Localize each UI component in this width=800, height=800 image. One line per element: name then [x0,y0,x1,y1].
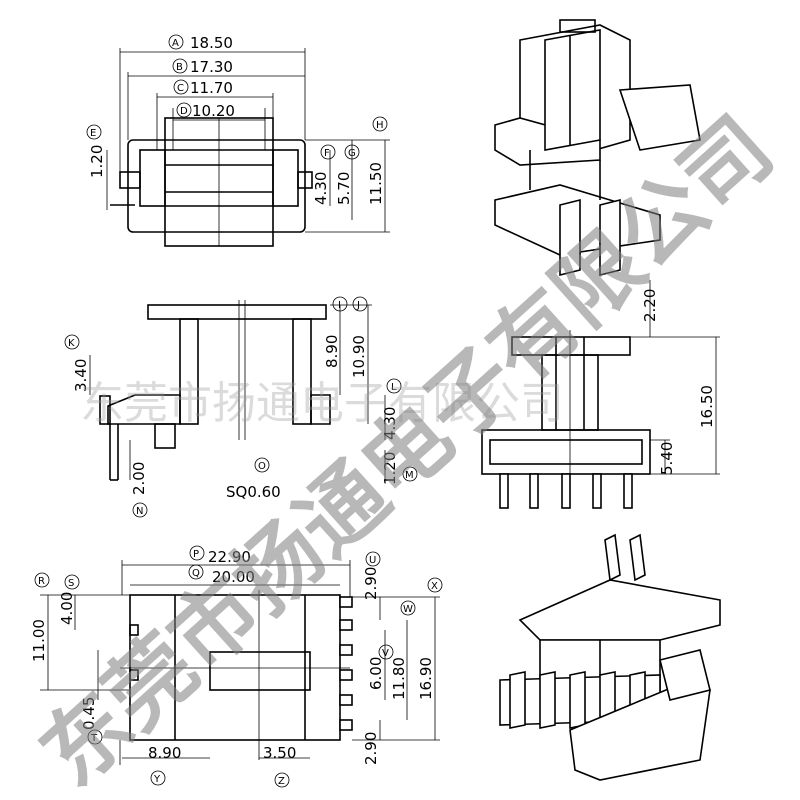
svg-text:Q: Q [192,568,200,579]
label-X: X [427,577,443,593]
dim-G-value: 5.70 [335,172,353,205]
label-U: U [365,551,381,567]
side-view [481,330,651,509]
label-A: A [168,34,184,50]
label-L: L [386,378,402,394]
dim-X-value: 16.90 [417,657,435,700]
svg-text:A: A [172,38,179,49]
dim-H-value: 11.50 [367,162,385,205]
label-D: D [176,102,192,118]
isometric-top-right [494,19,701,277]
dim-side-total-value: 16.50 [698,385,716,428]
label-G: G [344,144,360,160]
svg-text:I: I [338,300,341,311]
svg-text:D: D [180,106,188,117]
label-V: V [378,644,394,660]
dim-C-value: 11.70 [190,79,233,97]
label-H: H [372,116,388,132]
bottom-view-outline [129,594,341,741]
svg-text:O: O [258,461,266,472]
dim-J-value: 10.90 [350,335,368,378]
top-view [110,117,313,247]
svg-text:T: T [90,733,98,744]
dim-N-value: 2.00 [130,462,148,495]
svg-text:F: F [324,148,330,159]
dim-I-value: 8.90 [323,335,341,368]
label-S: S [64,574,80,590]
svg-text:E: E [90,128,96,139]
dim-W-value: 11.80 [390,657,408,700]
label-O: O [254,457,270,473]
label-M: M [402,466,418,482]
label-Q: Q [188,564,204,580]
svg-text:G: G [348,148,356,159]
dim-Z-value: 3.50 [263,744,296,762]
svg-text:R: R [38,576,45,587]
label-N: N [132,502,148,518]
dim-U-value: 2.90 [362,567,380,600]
svg-text:H: H [376,120,384,131]
dim-O-value: SQ0.60 [226,483,281,501]
dim-U2-value: 2.90 [362,732,380,765]
label-F: F [320,144,336,160]
bottom-view [120,590,353,760]
watermark-line: 东莞市扬通电子有限公司 [80,378,564,429]
dim-D-value: 10.20 [192,102,235,120]
top-view-outline [127,139,306,233]
top-view-dimensions: 18.50 17.30 11.70 10.20 1.20 4.30 5.70 1… [88,34,390,233]
dim-T-value: 0.45 [80,697,98,730]
svg-text:U: U [369,555,376,566]
label-K: K [64,334,80,350]
svg-text:C: C [177,83,184,94]
side-view-dimensions: 2.20 5.40 16.50 [630,280,720,475]
svg-text:L: L [391,382,397,393]
dim-A-value: 18.50 [190,34,233,52]
svg-text:N: N [136,506,143,517]
svg-text:Z: Z [278,776,285,787]
label-J: J [352,296,368,312]
label-I: I [332,296,348,312]
isometric-bottom-right [499,533,721,781]
label-C: C [173,79,189,95]
bottom-view-pins [339,596,353,731]
bottom-view-dimensions: 22.90 20.00 11.00 4.00 0.45 8.90 3.50 2.… [30,548,440,765]
front-view [99,300,331,481]
dim-L-value: 4.30 [381,407,399,440]
label-R: R [34,572,50,588]
label-B: B [172,58,188,74]
dim-F-value: 4.30 [312,172,330,205]
dim-B-value: 17.30 [190,58,233,76]
label-W: W [400,600,416,616]
svg-text:M: M [405,470,414,481]
dim-V-value: 6.00 [367,657,385,690]
svg-text:W: W [403,604,413,615]
svg-text:V: V [382,648,389,659]
dim-P-value: 22.90 [208,548,251,566]
dim-M-value: 1.20 [381,452,399,485]
dim-K-value: 3.40 [72,359,90,392]
svg-text:K: K [68,338,75,349]
dim-Y-value: 8.90 [148,744,181,762]
svg-text:Y: Y [153,774,161,785]
label-P: P [189,545,205,561]
dim-E-value: 1.20 [88,145,106,178]
dim-R-value: 11.00 [30,619,48,662]
label-T: T [87,729,103,745]
dim-side-mid-value: 5.40 [658,442,676,475]
svg-text:P: P [193,549,199,560]
dim-side-top-value: 2.20 [641,289,659,322]
circled-labels: A B C D E F G H I J K L M N O P Q R S T … [34,34,443,788]
side-view-pins [499,473,633,509]
label-Z: Z [274,772,290,788]
dim-S-value: 4.00 [58,592,76,625]
svg-text:X: X [431,581,438,592]
svg-text:B: B [176,62,183,73]
label-E: E [86,124,102,140]
front-view-dimensions: 8.90 10.90 3.40 4.30 1.20 2.00 SQ0.60 [72,304,399,501]
svg-text:S: S [68,578,74,589]
dim-Q-value: 20.00 [212,568,255,586]
svg-text:J: J [356,300,360,311]
label-Y: Y [150,770,166,786]
